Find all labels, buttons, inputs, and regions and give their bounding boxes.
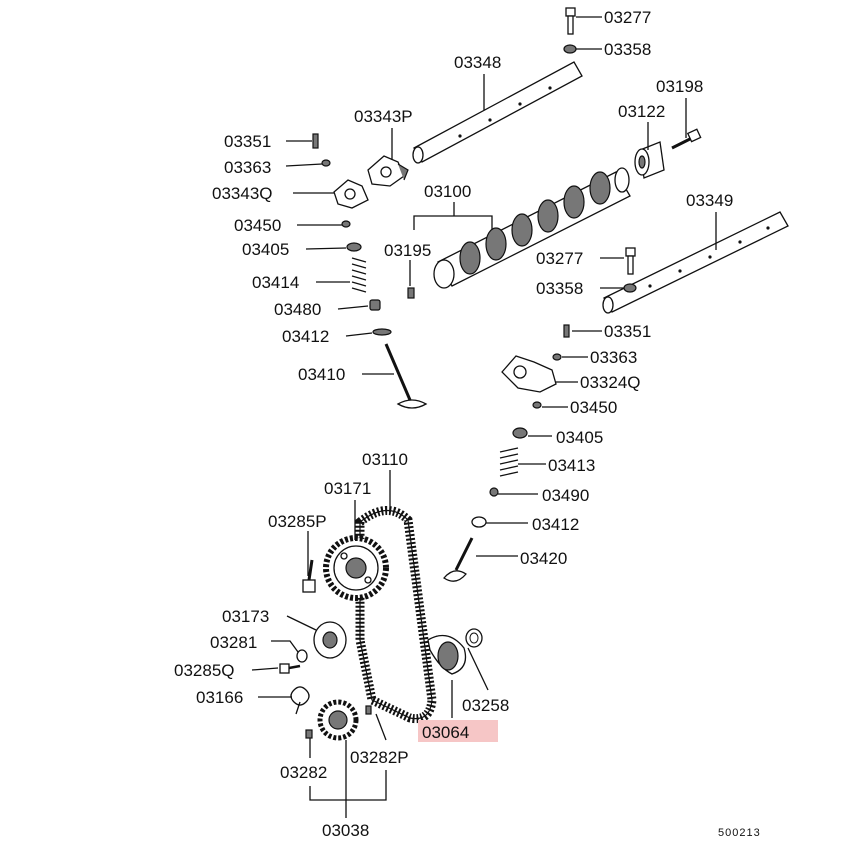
label-03480[interactable]: 03480 <box>274 300 321 319</box>
seal-03480 <box>369 299 381 311</box>
seat-03412-right <box>471 516 487 528</box>
timing-belt-03110 <box>355 506 437 724</box>
washer-03358-right <box>623 283 637 293</box>
bolt-03285Q <box>279 663 301 674</box>
retainer-03405-right <box>512 427 528 439</box>
valve-03420 <box>443 537 474 582</box>
valve-03410 <box>384 343 428 409</box>
nut-03363-right <box>552 353 562 361</box>
rocker-arm-03343P <box>367 155 409 187</box>
retainer-03405-left <box>346 242 362 252</box>
screw-03351-right <box>563 324 570 338</box>
bolt-03277-right <box>625 247 636 275</box>
pad-03450-left <box>341 220 351 228</box>
bolt-03198 <box>671 128 702 150</box>
camshaft-bracket-03122 <box>634 141 665 179</box>
label-03358-right[interactable]: 03358 <box>536 279 583 298</box>
label-03410[interactable]: 03410 <box>298 365 345 384</box>
label-03363-left[interactable]: 03363 <box>224 158 271 177</box>
pin-03195 <box>407 287 415 299</box>
label-03349[interactable]: 03349 <box>686 191 733 210</box>
label-03420[interactable]: 03420 <box>520 549 567 568</box>
label-03100[interactable]: 03100 <box>424 182 471 201</box>
tensioner-pulley-03173 <box>313 621 347 659</box>
label-03173[interactable]: 03173 <box>222 607 269 626</box>
seal-03490 <box>489 487 499 497</box>
label-03351-left[interactable]: 03351 <box>224 132 271 151</box>
screw-03351-left <box>312 133 319 149</box>
part-labels: 03277 03358 03348 03198 03343P 03122 033… <box>174 8 733 840</box>
tensioner-spring-03166 <box>290 686 310 715</box>
label-03348[interactable]: 03348 <box>454 53 501 72</box>
diagram-code: 500213 <box>718 827 761 839</box>
rocker-shaft-03349 <box>602 211 789 314</box>
label-03450-left[interactable]: 03450 <box>234 216 281 235</box>
label-03171[interactable]: 03171 <box>324 479 371 498</box>
label-03285P[interactable]: 03285P <box>268 512 327 531</box>
label-03405-right[interactable]: 03405 <box>556 428 603 447</box>
label-03064[interactable]: 03064 <box>422 723 469 742</box>
label-03166[interactable]: 03166 <box>196 688 243 707</box>
camshaft-03100 <box>433 167 631 289</box>
label-03450-right[interactable]: 03450 <box>570 398 617 417</box>
label-03277-top[interactable]: 03277 <box>604 8 651 27</box>
leader-lines <box>251 16 717 818</box>
valve-spring-03413 <box>499 447 519 477</box>
camshaft-sprocket-03171 <box>323 535 389 601</box>
label-03324Q[interactable]: 03324Q <box>580 373 641 392</box>
label-03412-left[interactable]: 03412 <box>282 327 329 346</box>
key-03282P <box>365 705 372 715</box>
bolt-03285P <box>302 559 316 593</box>
label-03358-top[interactable]: 03358 <box>604 40 651 59</box>
label-03363-right[interactable]: 03363 <box>590 348 637 367</box>
key-03282 <box>305 729 313 739</box>
label-03122[interactable]: 03122 <box>618 102 665 121</box>
label-03351-right[interactable]: 03351 <box>604 322 651 341</box>
label-03285Q[interactable]: 03285Q <box>174 661 235 680</box>
label-03343Q[interactable]: 03343Q <box>212 184 273 203</box>
highlight-box-03064 <box>418 720 498 742</box>
label-03198[interactable]: 03198 <box>656 77 703 96</box>
bolt-03277-top <box>565 7 576 35</box>
label-03413[interactable]: 03413 <box>548 456 595 475</box>
label-03038[interactable]: 03038 <box>322 821 369 840</box>
label-03405-left[interactable]: 03405 <box>242 240 289 259</box>
rocker-arm-03343Q <box>333 179 369 209</box>
label-03110[interactable]: 03110 <box>362 450 408 469</box>
rocker-shaft-03348 <box>412 61 583 164</box>
label-03343P[interactable]: 03343P <box>354 107 413 126</box>
label-03281[interactable]: 03281 <box>210 633 257 652</box>
label-03282[interactable]: 03282 <box>280 763 327 782</box>
rocker-arm-03324Q <box>501 355 557 393</box>
seat-03412-left <box>372 328 392 336</box>
label-03412-right[interactable]: 03412 <box>532 515 579 534</box>
nut-03363-left <box>321 159 331 167</box>
crankshaft-sprocket-03038 <box>317 699 359 741</box>
belt-guide-03064 <box>427 634 467 675</box>
label-03277-right[interactable]: 03277 <box>536 249 583 268</box>
label-03258[interactable]: 03258 <box>462 696 509 715</box>
washer-03358-top <box>563 44 577 54</box>
label-03195[interactable]: 03195 <box>384 241 431 260</box>
spacer-03281 <box>296 649 308 663</box>
washer-03258 <box>465 628 483 648</box>
label-03490[interactable]: 03490 <box>542 486 589 505</box>
label-03282P[interactable]: 03282P <box>350 748 409 767</box>
label-03414[interactable]: 03414 <box>252 273 299 292</box>
pad-03450-right <box>532 401 542 409</box>
valve-spring-03414 <box>351 257 367 293</box>
